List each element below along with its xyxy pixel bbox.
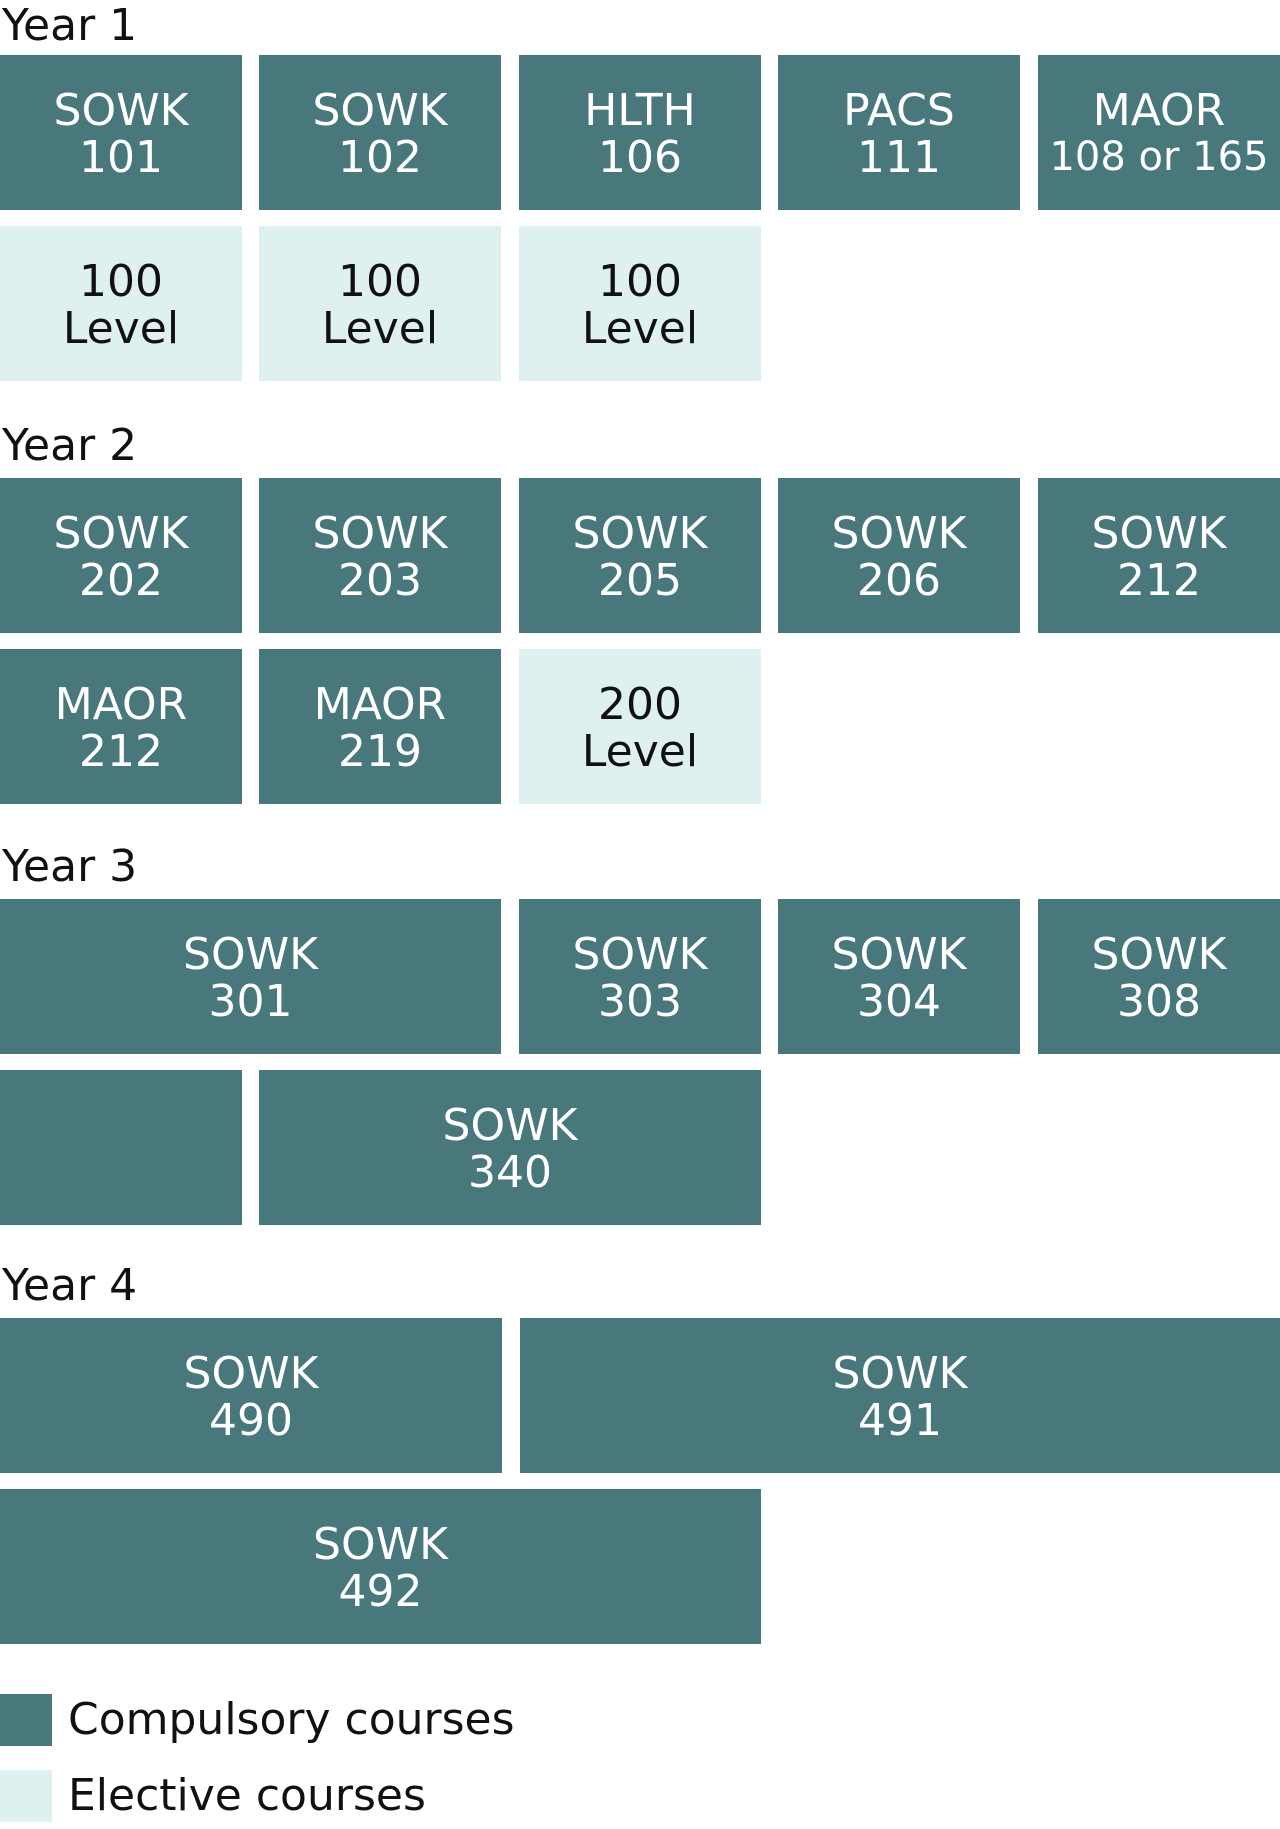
course-subject: SOWK — [312, 507, 448, 559]
course-subject: SOWK — [831, 507, 967, 559]
course-tile: SOWK 206 — [778, 478, 1020, 633]
course-subject: HLTH — [584, 84, 696, 136]
course-tile-blank — [0, 1070, 242, 1225]
course-tile: SOWK 202 — [0, 478, 242, 633]
course-subject: SOWK — [832, 1347, 968, 1399]
course-tile: HLTH 106 — [519, 55, 761, 210]
compulsory-swatch — [0, 1694, 52, 1746]
elective-level: 100 — [598, 255, 682, 307]
course-number: 108 or 165 — [1049, 133, 1269, 180]
course-subject: SOWK — [53, 507, 189, 559]
course-subject: SOWK — [313, 1518, 448, 1570]
course-subject: SOWK — [442, 1099, 578, 1151]
course-number: 102 — [338, 131, 422, 183]
legend-label: Elective courses — [68, 1770, 426, 1821]
course-tile: SOWK 304 — [778, 899, 1020, 1054]
course-tile: PACS 111 — [778, 55, 1020, 210]
elective-tile: 100 Level — [0, 226, 242, 381]
course-number: 303 — [598, 975, 682, 1027]
course-subject: SOWK — [53, 84, 189, 136]
course-number: 308 — [1117, 975, 1201, 1027]
course-tile: SOWK 492 — [0, 1489, 761, 1644]
elective-swatch — [0, 1770, 52, 1822]
course-tile: SOWK 491 — [520, 1318, 1280, 1473]
course-subject: SOWK — [183, 1347, 319, 1399]
elective-level-word: Level — [581, 302, 699, 354]
course-number: 340 — [468, 1146, 552, 1198]
course-number: 203 — [338, 554, 422, 606]
elective-tile: 100 Level — [519, 226, 761, 381]
course-tile: SOWK 101 — [0, 55, 242, 210]
course-number: 304 — [857, 975, 941, 1027]
elective-level: 200 — [598, 678, 682, 730]
course-subject: SOWK — [183, 928, 318, 980]
elective-level: 100 — [338, 255, 422, 307]
course-tile: SOWK 205 — [519, 478, 761, 633]
course-number: 212 — [1117, 554, 1201, 606]
legend-label: Compulsory courses — [68, 1694, 515, 1745]
course-subject: PACS — [843, 84, 955, 136]
elective-level-word: Level — [62, 302, 180, 354]
year-3-heading: Year 3 — [2, 841, 138, 892]
course-tile: SOWK 102 — [259, 55, 501, 210]
course-subject: SOWK — [831, 928, 967, 980]
course-tile: MAOR 108 or 165 — [1038, 55, 1280, 210]
elective-level-word: Level — [321, 302, 439, 354]
course-tile: MAOR 219 — [259, 649, 501, 804]
course-number: 111 — [857, 131, 941, 183]
course-number: 202 — [79, 554, 163, 606]
course-tile: SOWK 490 — [0, 1318, 502, 1473]
legend-item-compulsory: Compulsory courses — [0, 1694, 640, 1746]
course-tile: SOWK 203 — [259, 478, 501, 633]
year-2-heading: Year 2 — [2, 420, 138, 471]
course-subject: MAOR — [1092, 84, 1226, 136]
course-tile: SOWK 308 — [1038, 899, 1280, 1054]
course-subject: SOWK — [312, 84, 448, 136]
elective-tile: 100 Level — [259, 226, 501, 381]
course-number: 106 — [598, 131, 682, 183]
course-subject: MAOR — [54, 678, 188, 730]
year-1-heading: Year 1 — [2, 0, 138, 51]
course-subject: MAOR — [313, 678, 447, 730]
course-subject: SOWK — [572, 928, 708, 980]
course-tile: MAOR 212 — [0, 649, 242, 804]
course-subject: SOWK — [1091, 507, 1227, 559]
course-number: 492 — [338, 1565, 423, 1617]
course-tile: SOWK 301 — [0, 899, 501, 1054]
course-number: 491 — [858, 1394, 942, 1446]
elective-level-word: Level — [581, 725, 699, 777]
course-tile: SOWK 340 — [259, 1070, 761, 1225]
elective-level: 100 — [79, 255, 163, 307]
course-number: 301 — [208, 975, 293, 1027]
course-number: 219 — [338, 725, 422, 777]
course-number: 206 — [857, 554, 941, 606]
legend-item-elective: Elective courses — [0, 1770, 640, 1822]
course-number: 205 — [598, 554, 682, 606]
course-number: 212 — [79, 725, 163, 777]
year-4-heading: Year 4 — [2, 1260, 138, 1311]
elective-tile: 200 Level — [519, 649, 761, 804]
course-tile: SOWK 303 — [519, 899, 761, 1054]
course-subject: SOWK — [572, 507, 708, 559]
course-number: 490 — [209, 1394, 293, 1446]
course-number: 101 — [79, 131, 163, 183]
course-tile: SOWK 212 — [1038, 478, 1280, 633]
course-subject: SOWK — [1091, 928, 1227, 980]
